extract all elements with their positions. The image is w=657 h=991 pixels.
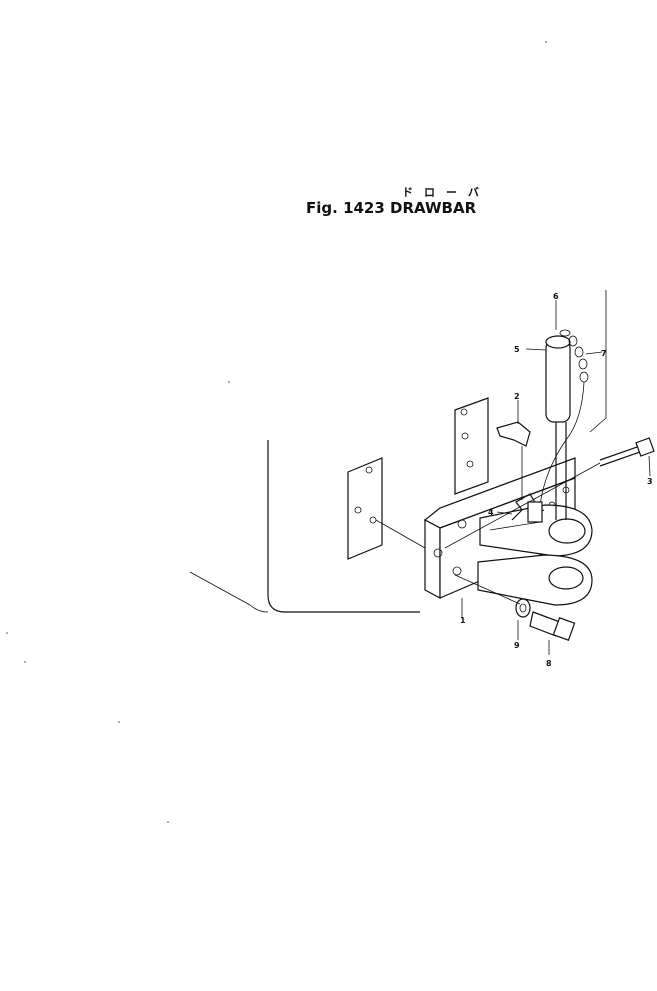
leader-lines	[375, 300, 651, 655]
figure-title-block: ドローバ Fig. 1423 DRAWBAR	[306, 184, 506, 224]
callout-6: 6	[553, 292, 559, 301]
callout-5: 5	[514, 345, 520, 354]
figure-title: Fig. 1423 DRAWBAR	[306, 199, 476, 217]
callout-1: 1	[460, 616, 466, 625]
clevis-lower-jaw	[477, 554, 593, 606]
kana-caption: ドローバ	[402, 186, 490, 199]
scan-specks	[6, 41, 547, 823]
retaining-chain	[539, 329, 589, 506]
right-mounting-plate	[454, 397, 489, 495]
callout-9: 9	[514, 641, 520, 650]
callout-2: 2	[514, 392, 520, 401]
callout-4: 4	[488, 508, 494, 517]
side-bolt	[444, 437, 655, 549]
callout-3: 3	[647, 477, 653, 486]
fig-prefix: Fig.	[306, 199, 338, 217]
spring-clip	[511, 493, 545, 523]
fig-number: 1423	[343, 199, 385, 217]
hitch-pin	[545, 335, 571, 520]
fig-name: DRAWBAR	[390, 199, 477, 217]
left-mounting-plate	[347, 457, 383, 560]
lower-bolt-assembly	[454, 574, 576, 641]
tractor-body-outline	[189, 290, 607, 613]
callout-7: 7	[601, 349, 607, 358]
callout-8: 8	[546, 659, 552, 668]
clevis-upper-jaw	[479, 504, 593, 557]
